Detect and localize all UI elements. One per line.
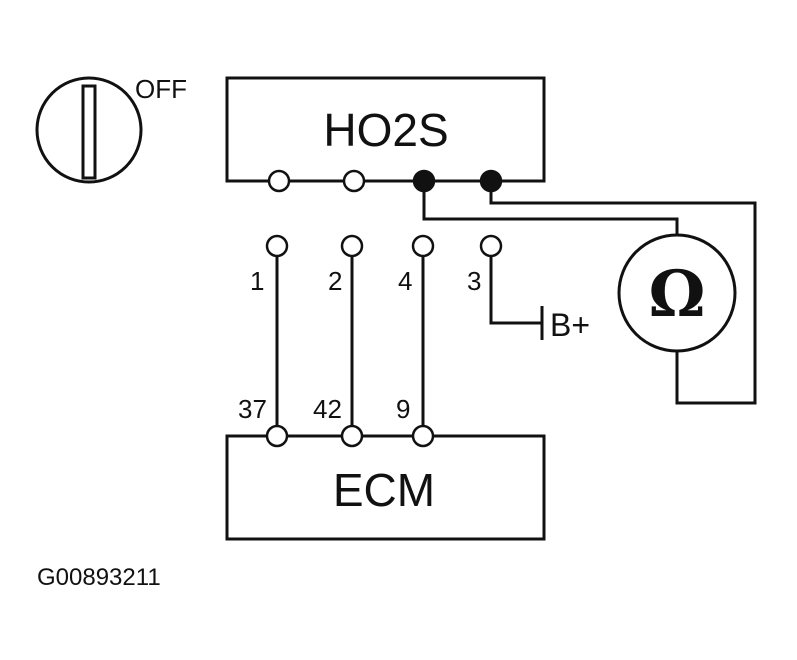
wire-3-battery — [489, 255, 542, 325]
ecm-pin — [265, 424, 289, 448]
ecm-pin — [340, 424, 364, 448]
battery-positive: B+ — [540, 306, 590, 343]
ho2s-pin-probed — [479, 169, 503, 193]
ecm-box — [225, 434, 546, 541]
ho2s-label: HO2S — [323, 104, 448, 156]
connector-pin — [265, 234, 289, 258]
connector-pin-label: 2 — [328, 266, 342, 296]
ecm-pin-label: 37 — [238, 394, 267, 424]
ho2s-pin-probed — [412, 169, 436, 193]
ecm-module: ECM — [225, 434, 546, 541]
ho2s-pin — [267, 169, 291, 193]
ignition-switch: OFF — [35, 74, 187, 184]
connector-pin-label: 3 — [467, 266, 481, 296]
ohmmeter-lead-2 — [489, 181, 757, 405]
ohmmeter-lead-1 — [422, 181, 679, 235]
battery-label: B+ — [550, 307, 590, 343]
ohmmeter: Ω — [617, 233, 737, 353]
ecm-pin-label: 9 — [396, 394, 410, 424]
connector-pin — [411, 234, 435, 258]
ohm-symbol: Ω — [649, 257, 706, 332]
ignition-switch-icon — [35, 76, 143, 184]
connector-pin — [340, 234, 364, 258]
connector-pin-label: 4 — [398, 266, 412, 296]
ignition-off-label: OFF — [135, 74, 187, 104]
ecm-pin — [411, 424, 435, 448]
connector-pin — [479, 234, 503, 258]
ho2s-pin — [342, 169, 366, 193]
ecm-pin-label: 42 — [313, 394, 342, 424]
ignition-key-slot — [81, 84, 97, 180]
ho2s-box — [225, 76, 546, 183]
connector-pin-label: 1 — [250, 266, 264, 296]
figure-id: G00893211 — [37, 564, 161, 591]
ecm-label: ECM — [333, 464, 435, 516]
ho2s-sensor: HO2S — [225, 76, 546, 183]
